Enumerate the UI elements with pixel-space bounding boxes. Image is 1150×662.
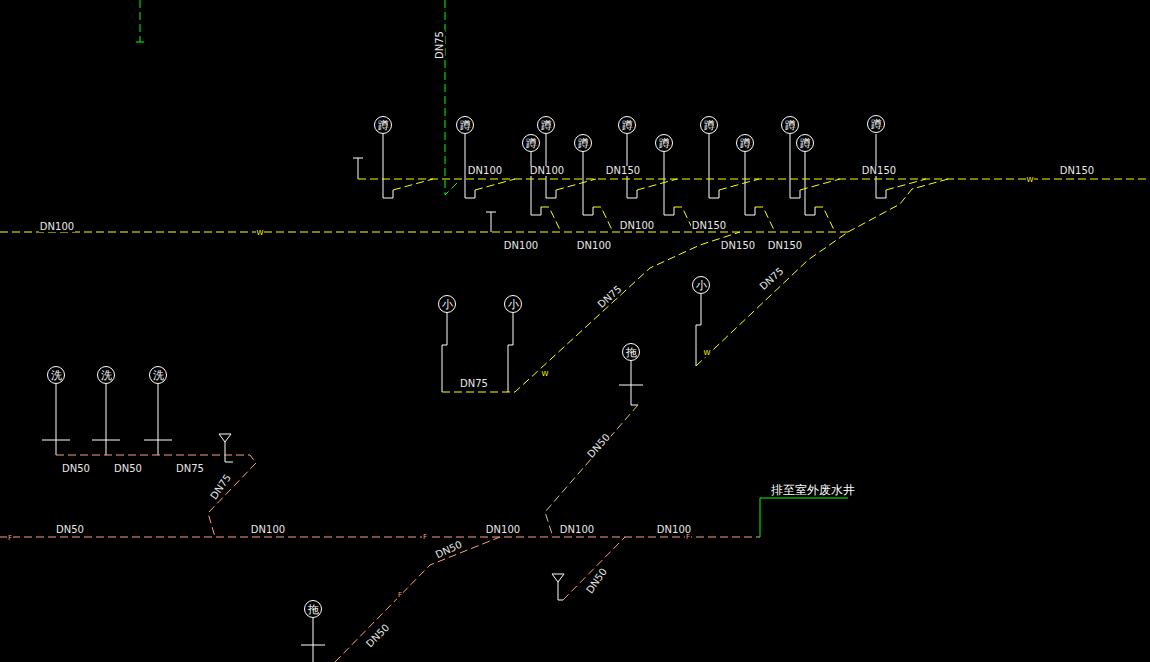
fixture-code: 小	[508, 299, 519, 310]
floor-drain-symbols	[219, 434, 564, 582]
pipe-note: 排至室外废水井	[770, 484, 856, 496]
pipe-size: DN50	[61, 464, 91, 474]
pipe-size: DN50	[584, 566, 609, 596]
fixture-code: 洗	[153, 370, 164, 381]
soil-pipes	[0, 179, 1150, 392]
pipe-size: DN75	[758, 265, 787, 292]
pipe-size: DN100	[250, 525, 286, 535]
fixture-code: 蹲	[378, 120, 389, 131]
fixture-circle: 蹲	[700, 116, 718, 134]
outlet-pipe	[760, 498, 848, 537]
pipe-size: DN150	[605, 166, 641, 176]
waste-pipes	[0, 455, 760, 662]
pipe-size: DN150	[861, 166, 897, 176]
fixture-code: 蹲	[704, 120, 715, 131]
pipe-size: DN150	[767, 241, 803, 251]
fixture-circle: 蹲	[374, 116, 392, 134]
pipe-note: W	[1026, 177, 1035, 184]
mop-sink-pipe	[545, 405, 638, 537]
fixture-code: 蹲	[526, 138, 537, 149]
pipe-size: DN150	[691, 221, 727, 231]
fixture-code: 拖	[308, 604, 319, 615]
fixture-code: 小	[442, 299, 453, 310]
fixture-code: 小	[696, 280, 707, 291]
fixture-circle: 蹲	[522, 134, 540, 152]
fixture-code: 蹲	[740, 138, 751, 149]
fixture-code: 蹲	[800, 138, 811, 149]
pipe-note: W	[541, 371, 550, 378]
pipe-note: W	[256, 230, 265, 237]
fixture-code: 蹲	[659, 138, 670, 149]
fixture-circle: 小	[692, 276, 710, 294]
pipe-size: DN75	[459, 379, 489, 389]
fixture-circle: 洗	[47, 366, 65, 384]
pipe-size: DN100	[39, 222, 75, 232]
pipe-note: F	[422, 534, 428, 541]
pipe-note: W	[703, 350, 712, 357]
pipe-note: F	[685, 534, 691, 541]
pipe-size: DN100	[529, 166, 565, 176]
fixture-code: 蹲	[578, 138, 589, 149]
fixture-circle: 小	[504, 295, 522, 313]
fixture-circle: 蹲	[781, 116, 799, 134]
fixture-code: 洗	[101, 370, 112, 381]
fixture-circle: 蹲	[655, 134, 673, 152]
fixture-circle: 蹲	[867, 115, 885, 133]
pipe-size: DN50	[433, 539, 464, 561]
fixture-code: 洗	[51, 370, 62, 381]
pipe-size: DN100	[467, 166, 503, 176]
fixture-circle: 蹲	[456, 116, 474, 134]
pipe-size: DN150	[1059, 166, 1095, 176]
pipe-size: DN50	[55, 525, 85, 535]
pipe-size: DN150	[720, 241, 756, 251]
pipe-size: DN75	[175, 464, 205, 474]
fixture-circle: 蹲	[618, 116, 636, 134]
pipe-size: DN100	[559, 525, 595, 535]
pipe-size: DN50	[364, 622, 392, 650]
fixture-circle: 拖	[622, 343, 640, 361]
pipe-note: F	[7, 535, 13, 542]
pipe-note: F	[397, 592, 403, 599]
fixture-circle: 蹲	[796, 134, 814, 152]
pipe-size: DN100	[576, 241, 612, 251]
pipe-size: DN75	[596, 283, 625, 310]
fixture-code: 蹲	[622, 120, 633, 131]
fixture-code: 蹲	[785, 120, 796, 131]
fixture-code: 蹲	[871, 119, 882, 130]
fixture-circle: 蹲	[537, 116, 555, 134]
fixture-code: 蹲	[541, 120, 552, 131]
pipe-size: DN50	[585, 432, 612, 461]
pipe-size: DN100	[619, 221, 655, 231]
fixture-circle: 蹲	[736, 134, 754, 152]
fixture-circle: 蹲	[574, 134, 592, 152]
pipe-size: DN50	[113, 464, 143, 474]
fixture-circle: 小	[438, 295, 456, 313]
pipe-size: DN75	[208, 472, 233, 502]
fixture-code: 蹲	[460, 120, 471, 131]
pipe-size: DN100	[485, 525, 521, 535]
pipe-size: DN100	[503, 241, 539, 251]
fixture-code: 拖	[626, 347, 637, 358]
vent-pipes	[136, 0, 460, 195]
fixture-circle: 洗	[97, 366, 115, 384]
fixture-circle: 洗	[149, 366, 167, 384]
fixture-traps	[42, 134, 886, 662]
fixture-circle: 拖	[304, 600, 322, 618]
pipe-size: DN75	[435, 30, 445, 60]
